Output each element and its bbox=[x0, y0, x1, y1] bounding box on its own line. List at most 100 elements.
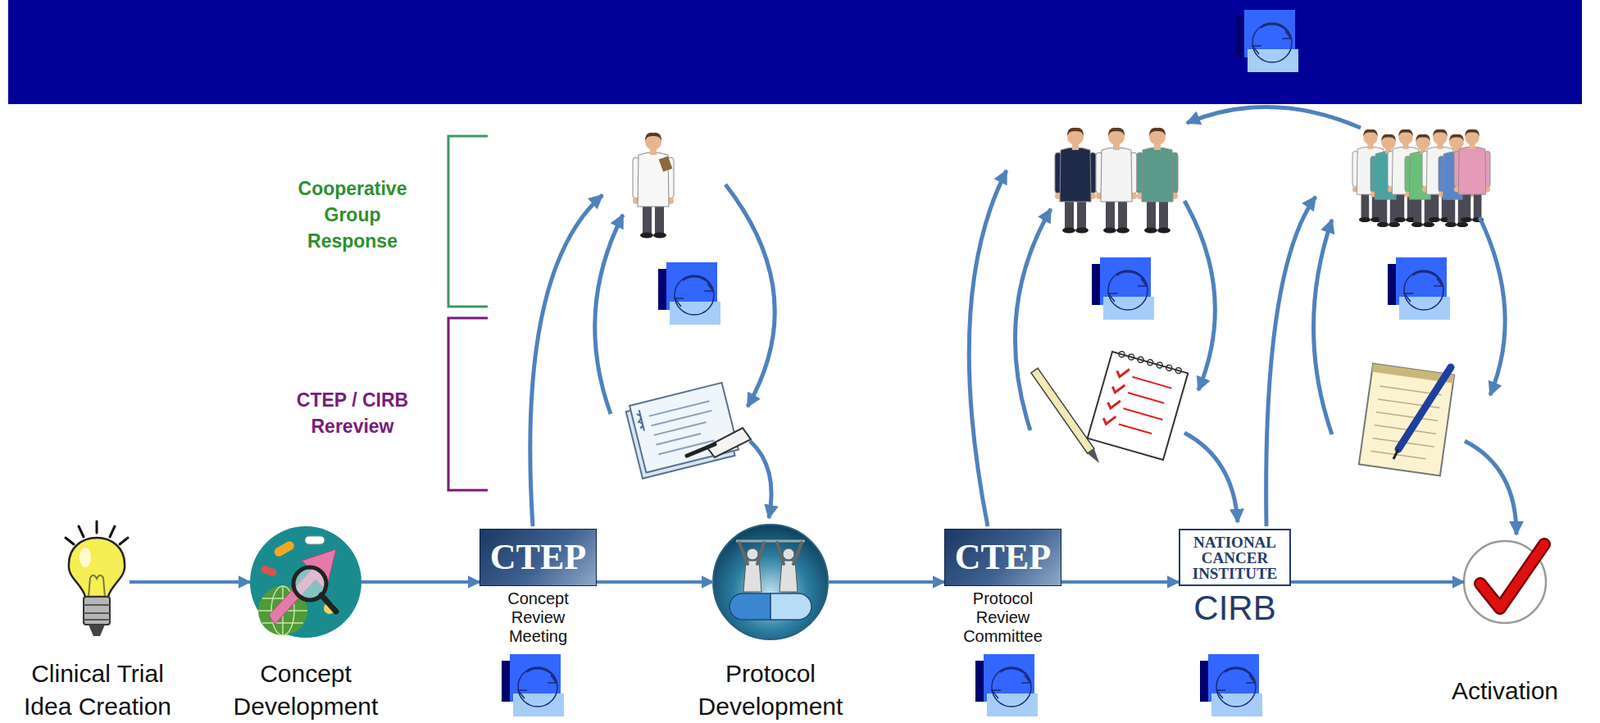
cycle-icon bbox=[1091, 257, 1155, 320]
protocol-icon bbox=[729, 593, 771, 620]
loop-arrow bbox=[725, 184, 775, 407]
cycle-icon bbox=[1387, 257, 1450, 320]
activation-node: Activation bbox=[1463, 540, 1546, 623]
loop-arrow bbox=[1313, 219, 1333, 435]
loop-arrow bbox=[530, 106, 1517, 535]
cycle-icon bbox=[658, 262, 721, 325]
checklist-pencil bbox=[1087, 448, 1104, 465]
protocol-icon bbox=[736, 540, 805, 543]
lightbulb-icon bbox=[83, 596, 110, 625]
protocol-icon bbox=[779, 560, 798, 592]
checklist-pencil bbox=[1146, 359, 1155, 367]
concept-icon bbox=[259, 564, 278, 578]
protocol-icon bbox=[713, 524, 828, 640]
node-caption: Concept Review Meeting bbox=[493, 589, 584, 646]
concept-icon bbox=[268, 549, 337, 625]
protocol-icon bbox=[743, 548, 798, 592]
lightbulb-node: Clinical Trial Idea Creation bbox=[65, 524, 130, 644]
lightbulb-icon bbox=[68, 537, 125, 597]
loop-arrow bbox=[750, 440, 772, 519]
checklist-pencil bbox=[1087, 351, 1189, 460]
protocol-icon bbox=[739, 542, 802, 564]
loop-arrow bbox=[1186, 106, 1361, 128]
checklist-pencil bbox=[1127, 353, 1136, 361]
document-with-pen bbox=[686, 444, 715, 456]
cycle-icon bbox=[1200, 654, 1263, 717]
node-caption: Activation bbox=[1422, 674, 1587, 708]
checklist-pencil bbox=[1155, 361, 1164, 369]
doctor-figure bbox=[632, 132, 674, 239]
checklist-pencil bbox=[1118, 350, 1126, 359]
rereview-label: CTEP / CIRB Rereview bbox=[290, 386, 414, 440]
document-with-pen bbox=[706, 427, 751, 458]
node-caption: CIRB bbox=[1178, 589, 1291, 628]
lightbulb-icon bbox=[83, 604, 110, 620]
cycle-icon bbox=[1236, 9, 1299, 73]
loop-arrow bbox=[1479, 217, 1505, 396]
protocol-icon bbox=[770, 593, 812, 620]
concept-icon bbox=[321, 595, 337, 612]
lightbulb-icon bbox=[65, 521, 128, 637]
clipboard bbox=[659, 155, 673, 172]
check-icon bbox=[1463, 540, 1546, 623]
loop-arrow bbox=[1184, 432, 1238, 523]
green-bracket bbox=[448, 136, 488, 307]
box-title: CTEP bbox=[490, 537, 587, 578]
flow-arrow bbox=[1290, 580, 1464, 584]
node-caption: Protocol Review Committee bbox=[958, 589, 1049, 646]
staff-group-small bbox=[1136, 127, 1178, 234]
ctep-box: CTEPProtocol Review Committee bbox=[944, 528, 1062, 587]
protocol-icon bbox=[743, 560, 762, 592]
staff-group-small bbox=[1054, 127, 1178, 234]
loop-arrow bbox=[595, 214, 623, 414]
document-with-pen bbox=[636, 409, 645, 432]
notepad-pen bbox=[1398, 367, 1451, 450]
flow-arrow bbox=[596, 580, 714, 584]
concept-icon bbox=[304, 536, 325, 545]
cycle-icon bbox=[501, 654, 564, 717]
checklist-pencil bbox=[1102, 366, 1130, 427]
staff-group-small bbox=[1054, 127, 1096, 234]
checklist-pencil bbox=[1174, 367, 1182, 375]
loop-arrow bbox=[1014, 209, 1051, 431]
loop-arrow bbox=[1464, 440, 1517, 535]
node-caption: Clinical Trial Idea Creation bbox=[11, 657, 184, 723]
group-response-label: Cooperative Group Response bbox=[290, 175, 414, 255]
check-icon bbox=[1480, 544, 1545, 609]
checklist-pencil bbox=[1118, 377, 1173, 436]
purple-bracket bbox=[448, 318, 488, 491]
header-bar bbox=[8, 0, 1582, 105]
checklist-pencil bbox=[1031, 349, 1189, 466]
ctep-box: CTEPConcept Review Meeting bbox=[479, 528, 597, 587]
node-caption: Protocol Development bbox=[684, 657, 857, 723]
protocol-node: Protocol Development bbox=[713, 524, 828, 640]
notepad-pen bbox=[1359, 363, 1455, 477]
staff-group-large bbox=[1352, 129, 1491, 228]
checklist-pencil bbox=[1031, 368, 1103, 466]
lightbulb-icon bbox=[88, 575, 105, 597]
checklist-pencil bbox=[1031, 368, 1095, 454]
loop-arrow bbox=[530, 195, 603, 527]
flow-arrow bbox=[827, 580, 945, 584]
loop-arrow bbox=[968, 170, 1007, 527]
nci-logo-box: NATIONAL CANCER INSTITUTECIRB bbox=[1178, 528, 1291, 587]
box-title: CTEP bbox=[954, 537, 1051, 578]
flow-arrow bbox=[129, 580, 250, 584]
lightbulb-icon bbox=[79, 547, 91, 568]
notepad-pen bbox=[1393, 449, 1399, 460]
loop-arrow bbox=[1266, 196, 1316, 527]
document-with-pen bbox=[624, 382, 740, 479]
protocol-icon bbox=[713, 524, 828, 640]
checklist-pencil bbox=[1136, 355, 1145, 364]
staff-group-large bbox=[1454, 129, 1491, 223]
lightbulb-icon bbox=[88, 624, 105, 637]
concept-icon bbox=[272, 539, 296, 559]
check-icon bbox=[1463, 540, 1546, 623]
document-with-pen bbox=[629, 382, 739, 473]
staff-group-small bbox=[1095, 127, 1137, 234]
node-caption: Concept Development bbox=[219, 657, 392, 723]
